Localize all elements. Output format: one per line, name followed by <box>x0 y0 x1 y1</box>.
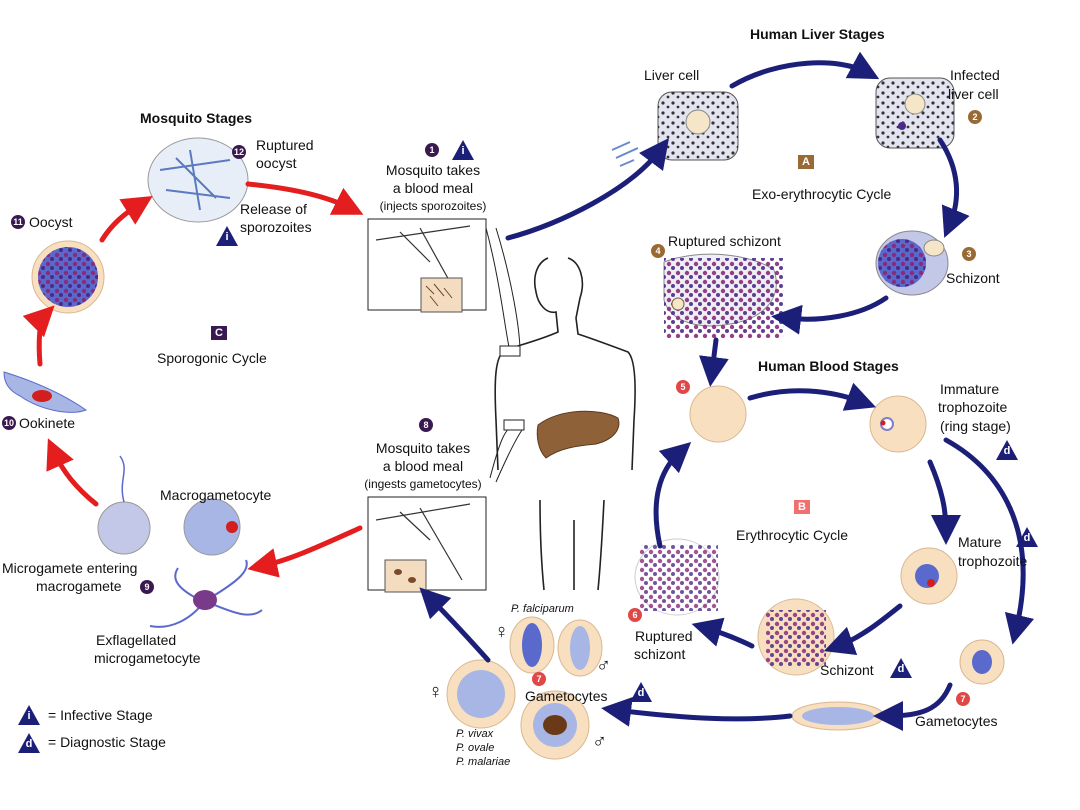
ery-cycle-label: Erythrocytic Cycle <box>736 527 849 543</box>
cycle-b-badge: B <box>794 500 810 514</box>
stage-7-right-badge: 7 <box>956 692 970 706</box>
female-symbol-pf: ♀ <box>494 621 509 643</box>
mature-line2: trophozoite <box>958 553 1028 569</box>
stage-4-label: Ruptured schizont <box>668 233 781 249</box>
pv-label: P. vivax <box>456 728 494 740</box>
stage-12-line1: Ruptured <box>256 137 314 153</box>
legend-diagnostic-icon: d <box>18 733 40 753</box>
diagnostic-icon-mature: d <box>1016 527 1038 547</box>
stage-6-line2: schizont <box>634 646 686 662</box>
macrogametocyte <box>183 498 241 556</box>
stage-9-badge: 9 <box>140 580 154 594</box>
mosquito-panel-1 <box>367 218 487 313</box>
exo-cycle-label: Exo-erythrocytic Cycle <box>752 186 892 202</box>
macrogametocyte-label: Macrogametocyte <box>160 487 272 503</box>
spo-cycle-label: Sporogonic Cycle <box>157 350 267 366</box>
human-cycle-arrows <box>419 51 1035 731</box>
infective-icon: i <box>452 140 474 160</box>
stage-9-line2: macrogamete <box>36 578 122 594</box>
mature-line1: Mature <box>958 534 1002 550</box>
male-symbol-pv: ♂ <box>592 731 607 753</box>
diagnostic-icon-schizont: d <box>890 658 912 678</box>
vessel-lines <box>485 227 525 483</box>
stage-10-badge: 10 <box>2 416 16 430</box>
stage-11-badge: 11 <box>11 215 25 229</box>
cycle-c-badge: C <box>211 326 227 340</box>
blood-stages-title: Human Blood Stages <box>758 358 899 374</box>
stage-7-center-label: Gametocytes <box>525 688 608 704</box>
immature-line1: Immature <box>940 381 1000 397</box>
pm-label: P. malariae <box>456 756 511 768</box>
stage-1-badge: 1 <box>425 143 439 157</box>
po-label: P. ovale <box>456 742 495 754</box>
legend-diagnostic-label: = Diagnostic Stage <box>48 734 166 750</box>
male-symbol-pf: ♂ <box>596 655 611 677</box>
stage-6-badge: 6 <box>628 608 642 622</box>
diagnostic-icon-ring: d <box>996 440 1018 460</box>
stage-7-right-label: Gametocytes <box>915 713 998 729</box>
human-liver <box>536 410 620 459</box>
stage-2-badge: 2 <box>968 110 982 124</box>
stage-8-line1: Mosquito takes <box>375 440 471 456</box>
stage-5-badge: 5 <box>676 380 690 394</box>
rbc-5 <box>689 385 747 443</box>
stage-8-line2: a blood meal <box>382 458 464 474</box>
legend-infective-icon: i <box>18 705 40 725</box>
stage-10-label: Ookinete <box>19 415 76 431</box>
infected-liver-line1: Infected <box>950 67 1000 83</box>
immature-line3: (ring stage) <box>940 418 1011 434</box>
release-line2: sporozoites <box>240 219 312 235</box>
mosquito-stages-title: Mosquito Stages <box>140 110 253 126</box>
stage-6-line1: Ruptured <box>635 628 693 644</box>
infected-liver-line2: liver cell <box>948 86 999 102</box>
blood-schizont-label: Schizont <box>820 662 874 678</box>
mosquito-panel-2 <box>367 496 487 593</box>
exflagellated-microgametocyte <box>149 559 263 628</box>
stage-1-line2: a blood meal <box>392 180 474 196</box>
rbc-ring <box>869 395 927 453</box>
stage-7-center-badge: 7 <box>532 672 546 686</box>
release-line1: Release of <box>240 201 307 217</box>
stage-3-badge: 3 <box>962 247 976 261</box>
diagnostic-icon-gametocyte: d <box>630 682 652 702</box>
liver-stages-title: Human Liver Stages <box>750 26 885 42</box>
stage-12-badge: 12 <box>232 145 246 159</box>
cycle-a-badge: A <box>798 155 814 169</box>
stage-3-label: Schizont <box>946 270 1000 286</box>
stage-4-badge: 4 <box>651 244 665 258</box>
stage-1-line1: Mosquito takes <box>385 162 481 178</box>
legend-infective-label: = Infective Stage <box>48 707 153 723</box>
human-silhouette <box>494 257 636 591</box>
exfl-line2: microgametocyte <box>94 650 201 666</box>
immature-line2: trophozoite <box>938 399 1008 415</box>
female-symbol-pv: ♀ <box>428 681 443 703</box>
stage-8-line3: (ingests gametocytes) <box>364 477 482 491</box>
stage-11-label: Oocyst <box>29 214 73 230</box>
mosquito-cycle-arrows <box>22 181 364 578</box>
liver-cell-label: Liver cell <box>644 67 700 83</box>
stage-8-badge: 8 <box>419 418 433 432</box>
exfl-line1: Exflagellated <box>96 632 177 648</box>
microgamete-entering <box>97 501 151 555</box>
stage-9-line1: Microgamete entering <box>2 560 138 576</box>
pf-label: P. falciparum <box>511 603 574 615</box>
infective-icon-release: i <box>216 226 238 246</box>
stage-1-line3: (injects sporozoites) <box>379 199 487 213</box>
stage-12-line2: oocyst <box>256 155 297 171</box>
